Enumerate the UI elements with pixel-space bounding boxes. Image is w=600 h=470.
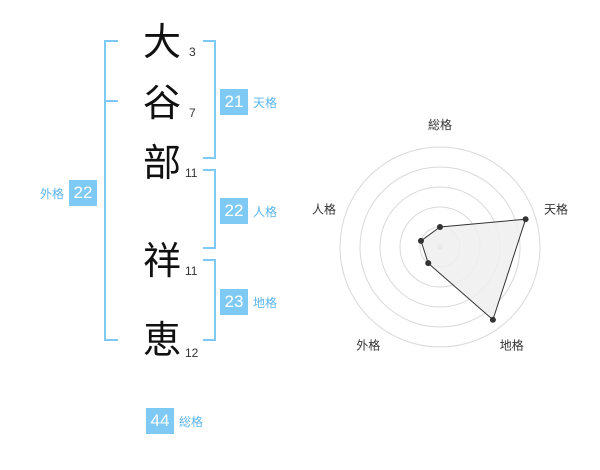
radar-area	[420, 218, 527, 321]
tenkaku-badge: 21 天格	[220, 89, 282, 115]
soukaku-label: 総格	[179, 414, 204, 429]
radar-ring-4	[359, 166, 521, 328]
chikaku-label: 地格	[253, 295, 278, 310]
name-char-3: 部	[142, 141, 181, 185]
name-char-2: 谷	[142, 81, 181, 125]
stroke-count-5: 12	[185, 346, 199, 360]
name-char-4: 祥	[142, 239, 181, 283]
radar-axis-label-5: 人格	[312, 201, 336, 216]
jinkaku-badge: 22 人格	[220, 198, 282, 224]
soukaku-badge: 44 総格	[146, 408, 208, 434]
radar-axis-label-4: 外格	[356, 338, 380, 353]
bracket-tenkaku	[203, 40, 216, 159]
stroke-count-1: 3	[189, 45, 196, 59]
gaikaku-badge: 外格 22	[35, 180, 98, 206]
gaikaku-value: 22	[69, 180, 98, 206]
radar-point-5	[417, 237, 424, 244]
name-char-5: 恵	[142, 318, 181, 362]
chikaku-value: 23	[220, 289, 248, 315]
chikaku-badge: 23 地格	[220, 289, 282, 315]
radar-axis-label-2: 天格	[544, 201, 568, 216]
radar-points	[417, 216, 529, 323]
bracket-gaikaku	[104, 40, 118, 341]
radar-point-3	[489, 316, 496, 323]
name-char-1: 大	[142, 20, 181, 64]
stroke-count-2: 7	[189, 106, 196, 120]
gaikaku-label: 外格	[40, 186, 65, 201]
stroke-count-4: 11	[185, 264, 198, 278]
soukaku-value: 44	[146, 408, 174, 434]
radar-axis-label-1: 総格	[428, 117, 452, 132]
stroke-count-3: 11	[185, 166, 198, 180]
radar-point-2	[522, 216, 529, 223]
radar-ring-5	[339, 146, 541, 348]
jinkaku-value: 22	[220, 198, 248, 224]
bracket-chikaku	[203, 259, 216, 341]
jinkaku-label: 人格	[253, 204, 278, 219]
radar-axis-label-3: 地格	[500, 338, 524, 353]
bracket-jinkaku	[203, 169, 216, 249]
radar-point-4	[425, 260, 432, 267]
tenkaku-value: 21	[220, 89, 248, 115]
radar-point-1	[437, 224, 443, 230]
tenkaku-label: 天格	[253, 95, 278, 110]
